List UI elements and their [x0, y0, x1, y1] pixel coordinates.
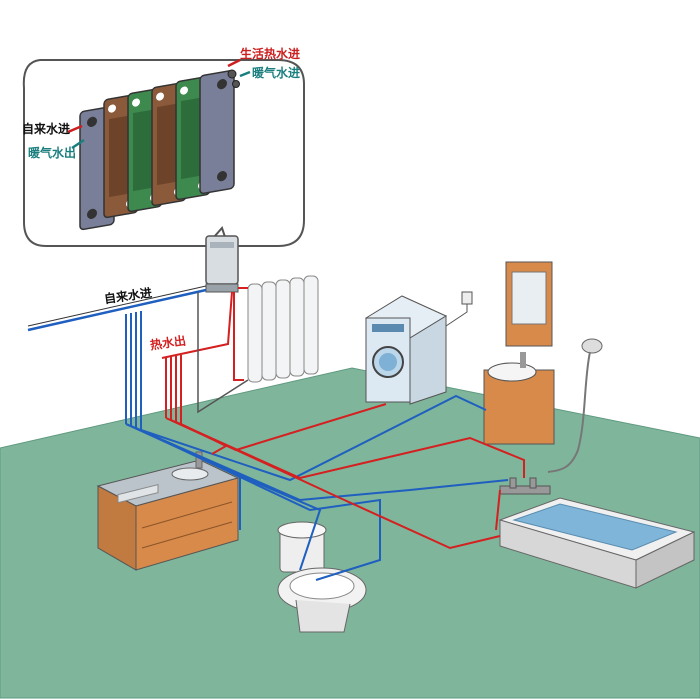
- callout-inlet-hot-label: 生活热水进: [240, 47, 301, 61]
- bathroom-vanity: [483, 261, 555, 445]
- toilet: [277, 521, 367, 633]
- wall-outlet: [461, 291, 473, 305]
- callout-inlet-heating-label: 暖气水进: [252, 66, 301, 80]
- kitchen-cabinet: [96, 451, 240, 571]
- inlet-port-second: [232, 80, 240, 88]
- black-main-pipe: [27, 285, 207, 327]
- heater-to-radiator: [233, 287, 248, 381]
- cold-floor-pipes: [125, 394, 509, 581]
- tub-faucet-pipes: [495, 489, 501, 531]
- inlet-port-top: [227, 69, 237, 79]
- floor: [0, 367, 700, 699]
- cold-drop-pipes: [125, 311, 142, 430]
- arrow-heating-out: [71, 138, 85, 150]
- shower: [547, 338, 603, 473]
- hot-main-pipe: [161, 291, 233, 359]
- hot-drop-pipes: [165, 355, 182, 424]
- arrow-city-in: [67, 124, 83, 134]
- callout-outlet-city-label: 自来水进: [22, 122, 71, 136]
- wall-heater-unit: [205, 235, 239, 293]
- washing-machine: [364, 295, 448, 405]
- arrow-hot-in: [227, 58, 241, 68]
- plate-heat-exchanger: [79, 69, 240, 231]
- arrow-heating-in: [239, 70, 251, 78]
- hot-floor-pipes: [165, 403, 525, 550]
- end-plate-back: [199, 69, 235, 195]
- radiator: [247, 275, 319, 383]
- bathtub: [498, 477, 696, 589]
- cold-main-pipe: [27, 288, 207, 332]
- callout-outlet-heating-label: 暖气水出: [28, 146, 77, 160]
- return-pipe: [197, 292, 249, 414]
- outlet-cord: [445, 304, 468, 327]
